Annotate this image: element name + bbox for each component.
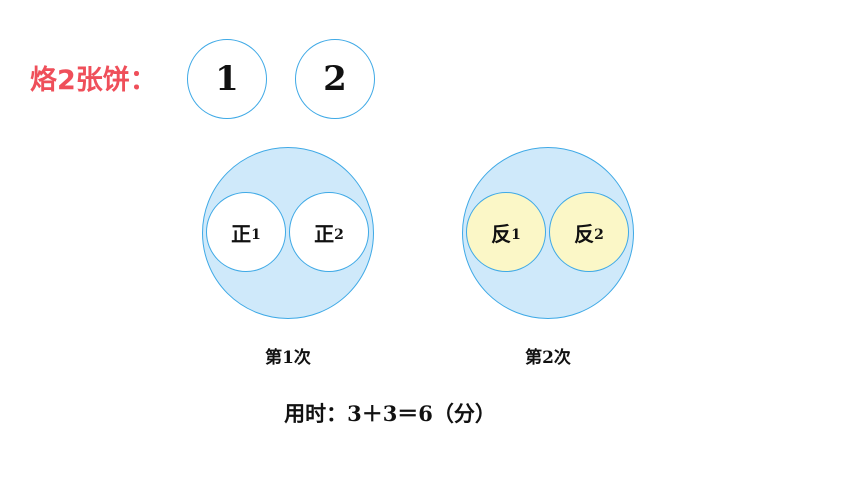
cake-subscript: 1 xyxy=(511,227,521,243)
round-2-caption: 第2次 xyxy=(525,348,571,368)
cake-label: 正 xyxy=(314,221,335,246)
time-formula: 用时：3＋3＝6（分） xyxy=(284,401,496,426)
cake-subscript: 2 xyxy=(594,227,604,243)
cake-label: 反 xyxy=(574,221,595,246)
round-1-caption: 第1次 xyxy=(265,348,311,368)
pancake-1: 1 xyxy=(187,39,267,119)
cake-label: 反 xyxy=(491,221,512,246)
cake-subscript: 2 xyxy=(334,227,344,243)
cake-subscript: 1 xyxy=(251,227,261,243)
cake-label: 正 xyxy=(231,221,252,246)
pancake-2: 2 xyxy=(295,39,375,119)
problem-title: 烙2张饼： xyxy=(30,65,157,96)
